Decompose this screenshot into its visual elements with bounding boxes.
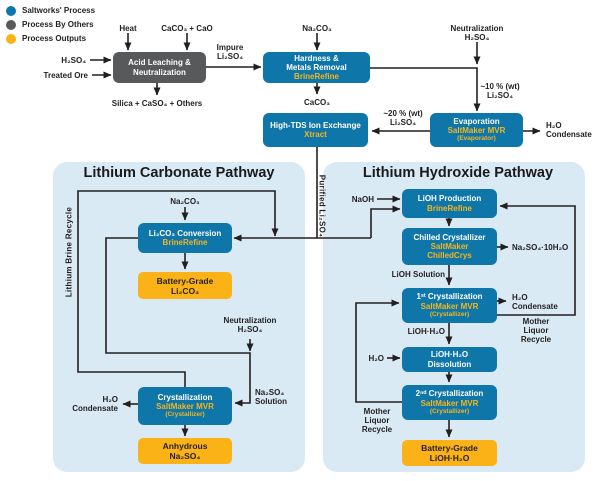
label-li2so4-10pct: ~10 % (wt) Li₂SO₄ xyxy=(480,82,520,100)
label-li2so4-20pct: ~20 % (wt) Li₂SO₄ xyxy=(383,109,423,127)
flow-mother-liquor-left xyxy=(355,299,402,403)
node-high-tds-brand: Xtract xyxy=(304,130,327,139)
legend-label: Process By Others xyxy=(22,20,94,29)
legend-dot-saltworks-blue xyxy=(6,5,16,16)
label-h2so4-feed: H₂SO₄ xyxy=(61,56,86,65)
node-anhydrous-na2so4-label: Anhydrous Na₂SO₄ xyxy=(162,441,208,461)
node-evaporation-brand: SaltMaker MVR xyxy=(447,126,506,135)
label-naoh: NaOH xyxy=(351,195,374,204)
node-acid-leaching: Acid Leaching & Neutralization xyxy=(113,52,206,83)
node-high-tds-ion-exchange: High-TDS Ion Exchange Xtract xyxy=(263,113,368,147)
node-chilled-crystallizer-brand: SaltMaker ChilledCrys xyxy=(427,241,472,261)
node-lioh-production-brand: BrineRefine xyxy=(427,203,472,213)
label-na2so4-decahydrate: Na₂SO₄·10H₂O xyxy=(512,243,569,252)
node-lioh-dissolution-label: LiOH·H₂O Dissolution xyxy=(427,350,472,369)
node-hardness-label: Hardness & Metals Removal xyxy=(286,53,347,72)
label-h2o-condensate-cryst1: H₂O Condensate xyxy=(512,293,558,311)
node-chilled-crystallizer: Chilled Crystallizer SaltMaker ChilledCr… xyxy=(402,228,497,265)
label-caco3-out: CaCO₃ xyxy=(304,98,330,107)
legend-item-saltworks: Saltworks' Process xyxy=(6,5,95,16)
label-silica-out: Silica + CaSO₄ + Others xyxy=(111,99,203,108)
node-evaporation-unit: (Evaporator) xyxy=(457,135,496,143)
label-h2o-condensate-evaporation: H₂O Condensate xyxy=(546,121,592,139)
legend-item-others: Process By Others xyxy=(6,19,95,30)
node-battery-grade-li2co3-label: Battery-Grade Li₂CO₃ xyxy=(156,275,214,296)
node-hardness-brand: BrineRefine xyxy=(294,72,339,82)
label-mother-liquor-recycle-right: Mother Liquor Recycle xyxy=(520,317,552,344)
top-flows xyxy=(90,33,541,238)
label-h2o-condensate-crystallization: H₂O Condensate xyxy=(72,395,118,413)
node-second-crystallization-label: 2ⁿᵈ Crystallization xyxy=(415,389,484,399)
node-first-crystallization-brand: SaltMaker MVR xyxy=(420,301,479,311)
panel-title-lithium-carbonate: Lithium Carbonate Pathway xyxy=(83,165,275,181)
flow-mother-liquor-right xyxy=(495,202,576,316)
legend-label: Process Outputs xyxy=(22,34,87,43)
node-hardness-metals-removal: Hardness & Metals Removal BrineRefine xyxy=(263,52,370,83)
label-h2o-dissolution: H₂O xyxy=(368,354,384,363)
node-crystallization: Crystallization SaltMaker MVR (Crystalli… xyxy=(138,387,232,425)
label-impure-li2so4: Impure Li₂SO₄ xyxy=(216,43,244,61)
node-second-crystallization-unit: (Crystallizer) xyxy=(429,407,470,415)
node-high-tds-label: High-TDS Ion Exchange xyxy=(270,120,361,130)
legend-dot-others-gray xyxy=(6,19,16,30)
label-na2co3-conversion: Na₂CO₃ xyxy=(170,197,200,206)
label-neutralization-top: Neutralization H₂SO₄ xyxy=(450,24,504,42)
legend: Saltworks' Process Process By Others Pro… xyxy=(6,5,95,47)
label-purified-li2so4: Purified Li₂SO₄ xyxy=(317,174,327,238)
label-lithium-brine-recycle: Lithium Brine Recycle xyxy=(64,206,74,298)
node-lioh-dissolution: LiOH·H₂O Dissolution xyxy=(402,347,497,372)
legend-label: Saltworks' Process xyxy=(22,6,96,15)
node-lioh-production: LiOH Production BrineRefine xyxy=(402,189,497,218)
node-crystallization-label: Crystallization xyxy=(157,392,213,402)
node-crystallization-brand: SaltMaker MVR xyxy=(156,402,214,411)
node-battery-grade-li2co3: Battery-Grade Li₂CO₃ xyxy=(138,272,232,299)
panel-title-lithium-hydroxide: Lithium Hydroxide Pathway xyxy=(362,165,554,181)
node-lioh-production-label: LiOH Production xyxy=(417,194,482,204)
label-caco3-cao: CaCO₃ + CaO xyxy=(161,24,213,33)
label-heat: Heat xyxy=(119,24,137,33)
node-chilled-crystallizer-label: Chilled Crystallizer xyxy=(413,232,486,242)
node-battery-grade-lioh-label: Battery-Grade LiOH·H₂O xyxy=(421,443,478,463)
label-lioh-solution: LiOH Solution xyxy=(391,270,445,279)
node-crystallization-unit: (Crystallizer) xyxy=(165,411,205,419)
node-second-crystallization-brand: SaltMaker MVR xyxy=(420,398,479,408)
flow-hardness-to-evaporation xyxy=(370,67,481,112)
label-lioh-h2o: LiOH·H₂O xyxy=(407,327,445,336)
node-evaporation-label: Evaporation xyxy=(453,116,500,126)
node-evaporation: Evaporation SaltMaker MVR (Evaporator) xyxy=(430,113,523,147)
flow-lithium-brine-recycle xyxy=(77,190,279,387)
label-na2co3-top: Na₂CO₃ xyxy=(302,24,332,33)
node-battery-grade-lioh: Battery-Grade LiOH·H₂O xyxy=(402,440,497,466)
node-li2co3-conversion: Li₂CO₃ Conversion BrineRefine xyxy=(138,223,232,253)
legend-item-outputs: Process Outputs xyxy=(6,33,95,44)
node-first-crystallization: 1ˢᵗ Crystallization SaltMaker MVR (Cryst… xyxy=(402,288,497,323)
flow-junction-to-lioh xyxy=(370,205,401,238)
hydroxide-flows xyxy=(355,195,576,438)
flow-conversion-to-crystallization xyxy=(105,237,251,407)
node-acid-leaching-label: Acid Leaching & Neutralization xyxy=(128,58,191,77)
carbonate-flows xyxy=(77,190,401,437)
legend-dot-outputs-yellow xyxy=(6,33,16,44)
label-mother-liquor-recycle-left: Mother Liquor Recycle xyxy=(361,407,393,434)
label-neutralization-left: Neutralization H₂SO₄ xyxy=(223,316,277,334)
node-second-crystallization: 2ⁿᵈ Crystallization SaltMaker MVR (Cryst… xyxy=(402,385,497,420)
node-first-crystallization-label: 1ˢᵗ Crystallization xyxy=(416,292,483,302)
node-anhydrous-na2so4: Anhydrous Na₂SO₄ xyxy=(138,438,232,464)
label-treated-ore: Treated Ore xyxy=(43,71,88,80)
node-first-crystallization-unit: (Crystallizer) xyxy=(429,310,470,318)
label-na2so4-solution: Na₂SO₄ Solution xyxy=(255,388,287,406)
node-li2co3-conversion-brand: BrineRefine xyxy=(162,238,208,247)
node-li2co3-conversion-label: Li₂CO₃ Conversion xyxy=(148,228,222,238)
